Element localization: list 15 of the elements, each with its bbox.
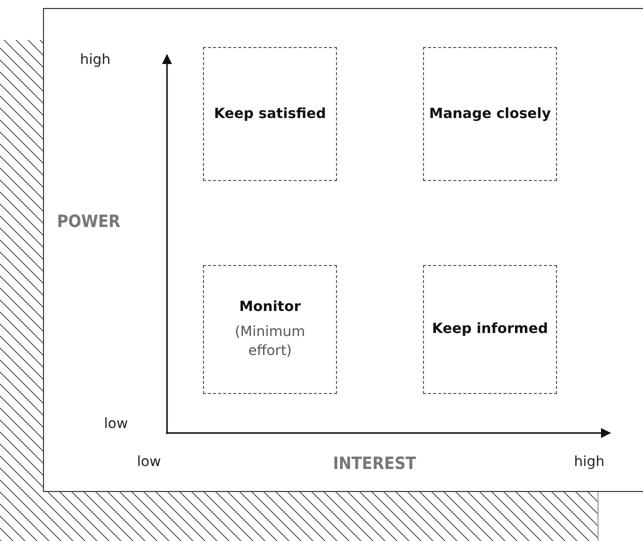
axis-title: POWER [57, 212, 120, 232]
quadrant-title: Manage closely [429, 104, 551, 124]
axis-title: INTEREST [333, 454, 416, 474]
quadrant-title: Monitor [239, 298, 301, 317]
quadrant-box [203, 47, 337, 181]
axis-label: low [104, 416, 128, 432]
axis-label: low [137, 454, 161, 470]
axis-label: high [80, 52, 111, 68]
axis-label: high [574, 454, 605, 470]
quadrant-box [203, 265, 337, 394]
quadrant-note: (Minimum effort) [234, 323, 306, 361]
quadrant-title: Keep informed [432, 320, 548, 339]
quadrant-title: Keep satisfied [214, 104, 326, 124]
quadrant-box [423, 47, 557, 181]
quadrant-box [423, 265, 557, 394]
